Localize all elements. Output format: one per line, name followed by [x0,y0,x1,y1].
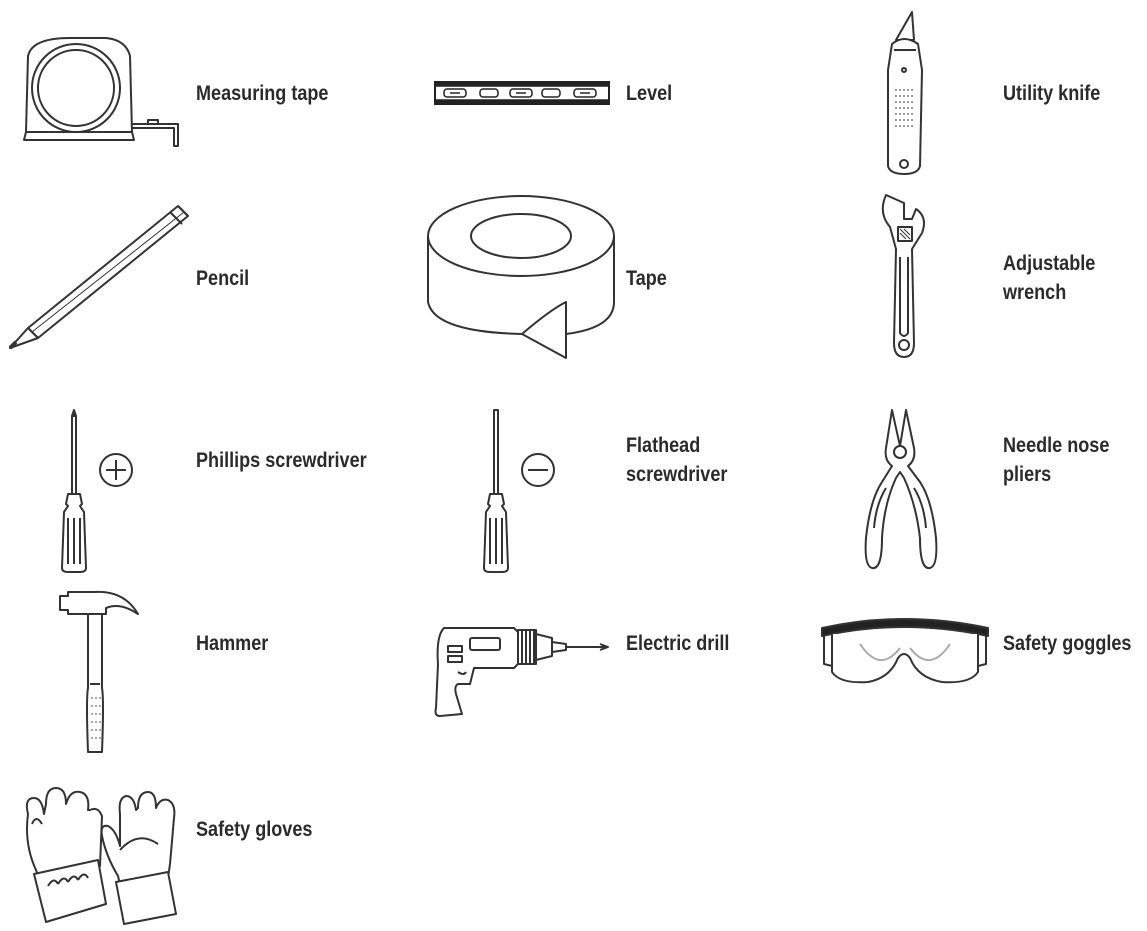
electric-drill-label: Electric drill [626,632,730,655]
utility-knife-icon [884,10,926,178]
pencil-label: Pencil [196,267,250,290]
measuring-tape-icon [18,36,183,150]
needle-nose-pliers-icon [860,408,942,572]
safety-goggles-icon [820,614,990,688]
level-icon [434,81,610,105]
safety-gloves-icon [20,784,182,926]
phillips-screwdriver-icon [64,408,136,572]
adjustable-wrench-icon [876,193,928,359]
electric-drill-icon [434,624,610,720]
phillips-screwdriver-label: Phillips screwdriver [196,449,367,472]
pencil-icon [8,204,192,350]
tape-label: Tape [626,267,667,290]
hammer-label: Hammer [196,632,269,655]
safety-gloves-label: Safety gloves [196,818,313,841]
tape-roll-icon [426,192,620,360]
measuring-tape-label: Measuring tape [196,82,329,105]
utility-knife-label: Utility knife [1003,82,1101,105]
safety-goggles-label: Safety goggles [1003,632,1132,655]
flathead-screwdriver-icon [486,408,558,572]
hammer-icon [58,588,142,756]
level-label: Level [626,82,673,105]
